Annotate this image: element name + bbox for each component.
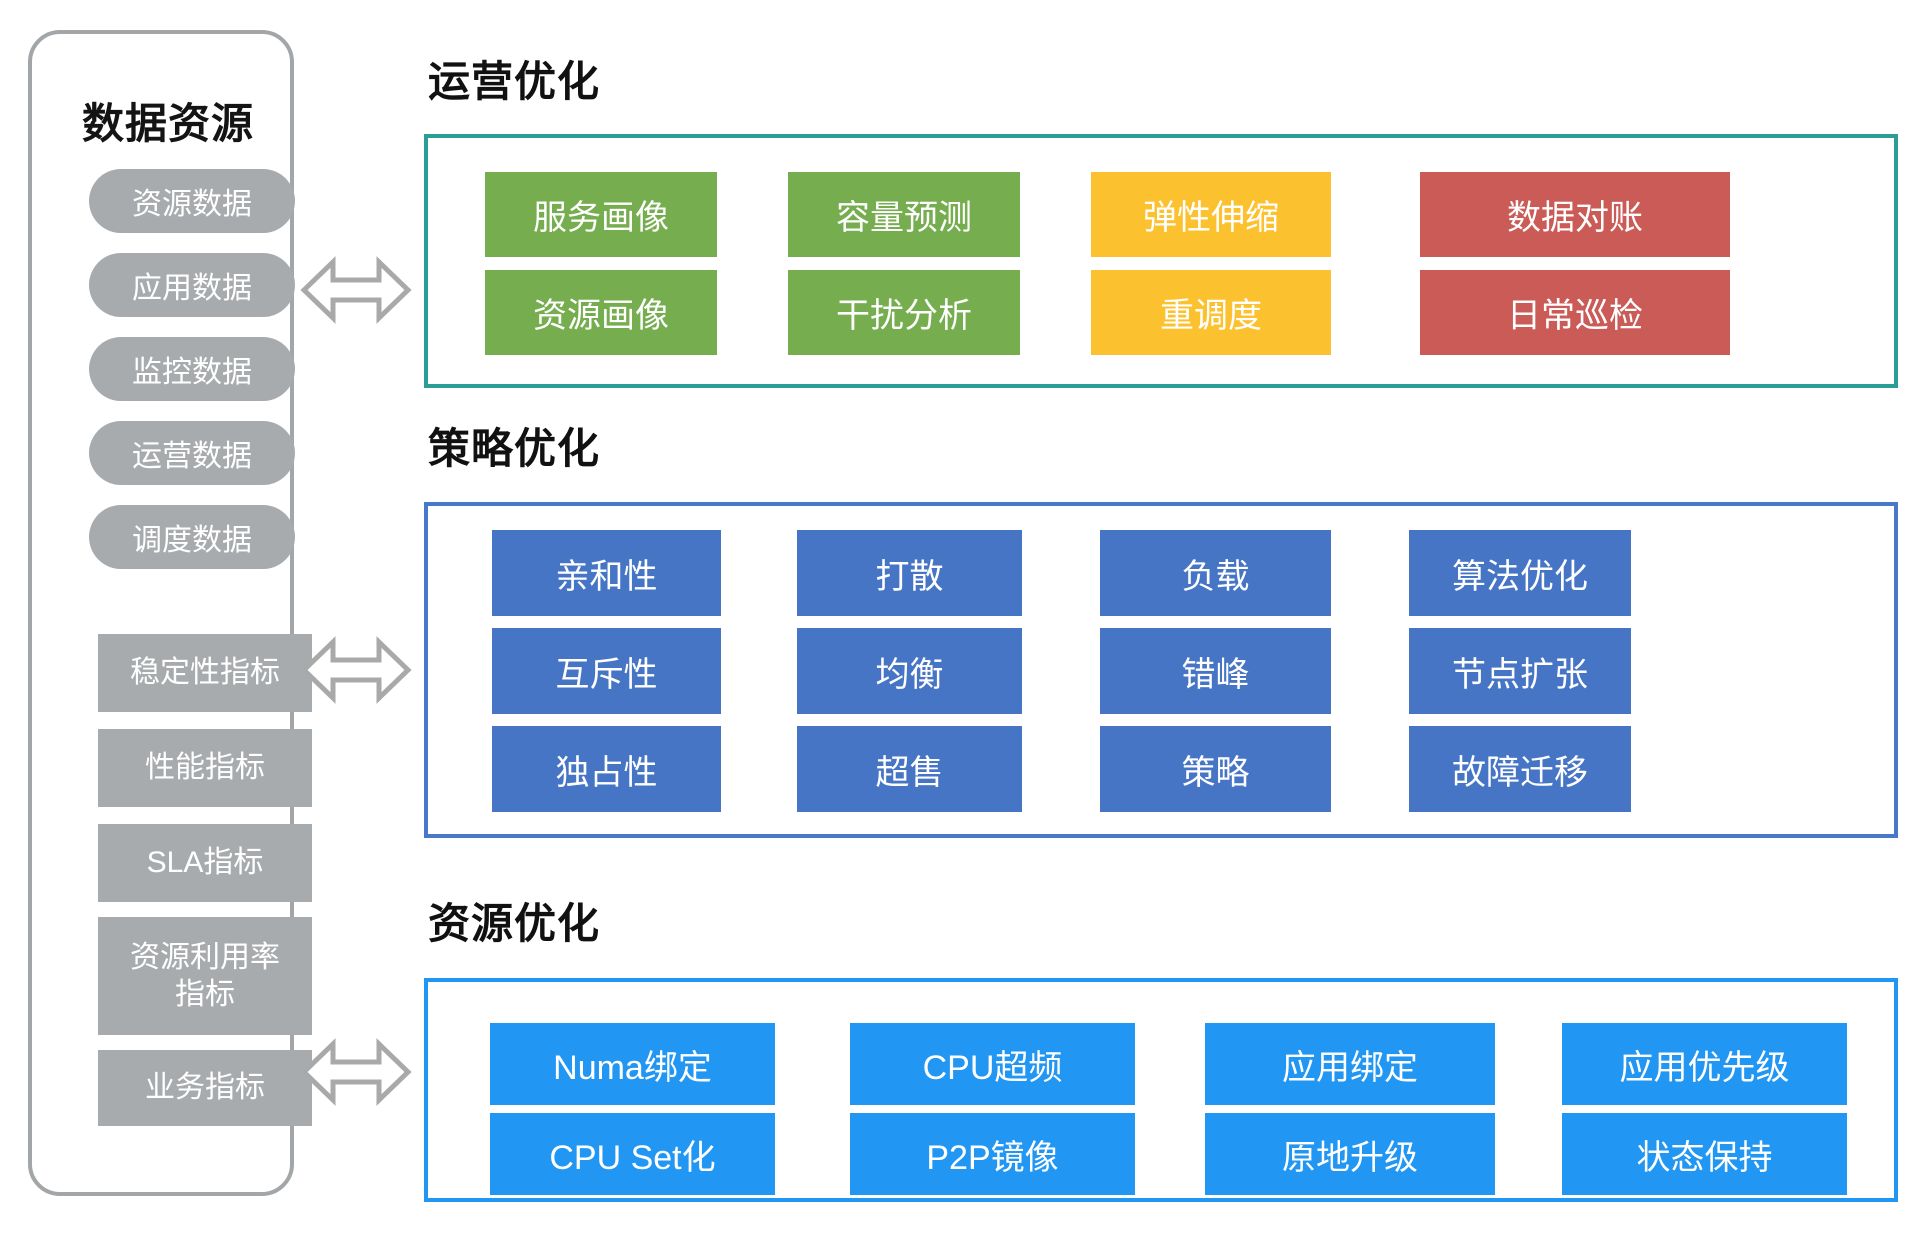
ops-node-data-reconcile: 数据对账 bbox=[1420, 172, 1730, 257]
sidebar-pill-app-data: 应用数据 bbox=[89, 253, 295, 317]
resource-node-inplace-upgrade: 原地升级 bbox=[1205, 1113, 1495, 1195]
ops-node-capacity-forecast: 容量预测 bbox=[788, 172, 1020, 257]
resource-node-p2p-image: P2P镜像 bbox=[850, 1113, 1135, 1195]
double-arrow-icon bbox=[300, 1035, 412, 1109]
strategy-node-exclusive: 独占性 bbox=[492, 726, 721, 812]
sidebar-pill-monitor-data: 监控数据 bbox=[89, 337, 295, 401]
strategy-node-balance: 均衡 bbox=[797, 628, 1022, 714]
sidebar-metric-sla: SLA指标 bbox=[98, 824, 312, 902]
strategy-node-node-expand: 节点扩张 bbox=[1409, 628, 1631, 714]
ops-node-reschedule: 重调度 bbox=[1091, 270, 1331, 355]
ops-node-interference: 干扰分析 bbox=[788, 270, 1020, 355]
sidebar-title: 数据资源 bbox=[82, 100, 255, 147]
double-arrow-icon bbox=[300, 633, 412, 707]
sidebar-metric-performance: 性能指标 bbox=[98, 729, 312, 807]
ops-node-resource-profile: 资源画像 bbox=[485, 270, 717, 355]
resource-node-cpu-set: CPU Set化 bbox=[490, 1113, 775, 1195]
data-resource-panel: 数据资源 资源数据 应用数据 监控数据 运营数据 调度数据 稳定性指标 性能指标… bbox=[28, 30, 312, 1196]
resource-node-state-keep: 状态保持 bbox=[1562, 1113, 1847, 1195]
ops-node-service-profile: 服务画像 bbox=[485, 172, 717, 257]
sidebar-metric-stability: 稳定性指标 bbox=[98, 634, 312, 712]
ops-node-elastic-scaling: 弹性伸缩 bbox=[1091, 172, 1331, 257]
sidebar-pill-schedule-data: 调度数据 bbox=[89, 505, 295, 569]
resource-node-app-priority: 应用优先级 bbox=[1562, 1023, 1847, 1105]
strategy-node-affinity: 亲和性 bbox=[492, 530, 721, 616]
sidebar-pill-ops-data: 运营数据 bbox=[89, 421, 295, 485]
strategy-node-algorithm-opt: 算法优化 bbox=[1409, 530, 1631, 616]
resource-node-numa-bind: Numa绑定 bbox=[490, 1023, 775, 1105]
strategy-node-spread: 打散 bbox=[797, 530, 1022, 616]
resource-node-cpu-boost: CPU超频 bbox=[850, 1023, 1135, 1105]
strategy-node-failover: 故障迁移 bbox=[1409, 726, 1631, 812]
section-title-resource: 资源优化 bbox=[428, 900, 601, 947]
sidebar-metric-utilization: 资源利用率指标 bbox=[98, 917, 312, 1035]
resource-node-app-bind: 应用绑定 bbox=[1205, 1023, 1495, 1105]
sidebar-pill-resource-data: 资源数据 bbox=[89, 169, 295, 233]
strategy-node-policy: 策略 bbox=[1100, 726, 1331, 812]
strategy-node-anti-affinity: 互斥性 bbox=[492, 628, 721, 714]
strategy-node-peak-shift: 错峰 bbox=[1100, 628, 1331, 714]
double-arrow-icon bbox=[300, 253, 412, 327]
strategy-node-load: 负载 bbox=[1100, 530, 1331, 616]
sidebar-metric-business: 业务指标 bbox=[98, 1050, 312, 1126]
section-title-strategy: 策略优化 bbox=[428, 425, 601, 472]
strategy-node-oversell: 超售 bbox=[797, 726, 1022, 812]
section-title-operations: 运营优化 bbox=[428, 58, 601, 105]
ops-node-daily-inspection: 日常巡检 bbox=[1420, 270, 1730, 355]
